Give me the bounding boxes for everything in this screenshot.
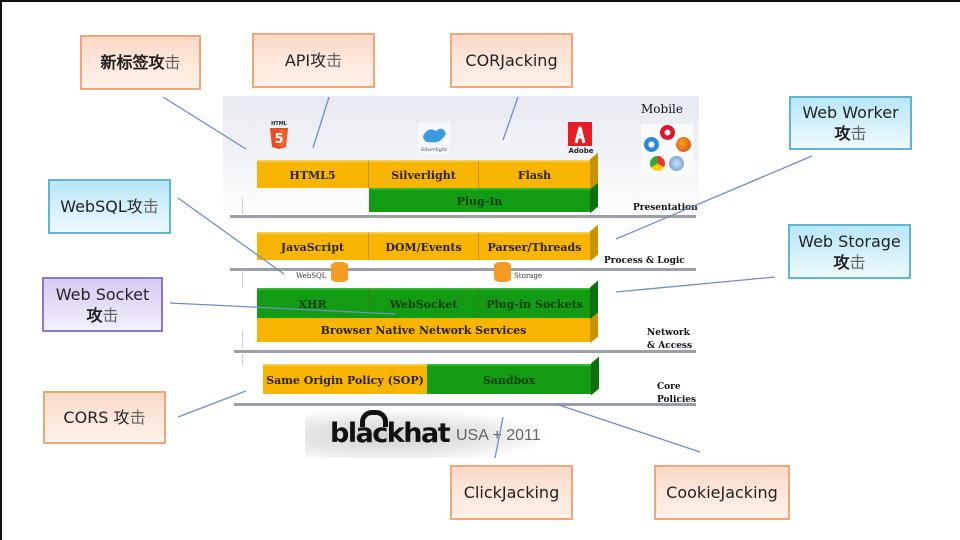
layer-item-silverlight: Silverlight — [369, 160, 479, 188]
blackhat-brand: blackhat — [330, 418, 451, 449]
attack-label-tail: 击 — [164, 53, 181, 72]
attack-box-new-tab: 新标签攻击 — [80, 35, 201, 90]
attack-label: 新标签攻 — [100, 53, 165, 72]
attack-label-tail: 击 — [326, 51, 343, 70]
layer-divider — [230, 268, 696, 271]
connector-corjacking — [502, 96, 519, 141]
connector-web-socket — [169, 302, 396, 315]
svg-text:5: 5 — [274, 132, 283, 147]
svg-text:HTML: HTML — [271, 121, 288, 127]
chrome-icon — [650, 156, 665, 171]
flow-arrow — [242, 198, 243, 216]
attack-label-tail: 击 — [129, 408, 146, 427]
layer-item-sop: Same Origin Policy (SOP) — [263, 364, 427, 394]
safari-icon — [669, 156, 684, 171]
attack-box-cookiejacking: CookieJacking — [654, 465, 790, 520]
layer-item-plugin-sockets: Plug-in Sockets — [479, 288, 590, 318]
flow-arrow — [242, 352, 243, 366]
blackhat-hat-icon — [360, 410, 388, 427]
layer-item-flash: Flash — [479, 160, 590, 188]
attack-label: Web Worker — [802, 103, 899, 122]
layer-label-policies: Policies — [657, 395, 697, 405]
svg-text:Silverlight: Silverlight — [421, 147, 448, 153]
layer-divider — [230, 215, 696, 218]
layer-item-xhr: XHR — [257, 288, 369, 318]
attack-box-corjacking: CORJacking — [450, 33, 573, 88]
silverlight-logo-icon: Silverlight — [418, 122, 450, 154]
connector-cors — [177, 390, 247, 418]
layer-divider — [234, 403, 696, 406]
attack-label-tail: 击 — [850, 124, 867, 143]
adobe-logo-icon: Adobe — [568, 122, 594, 155]
layer-label-presentation: Presentation — [633, 203, 698, 213]
layer-divider — [234, 350, 696, 353]
connector-web-storage — [615, 276, 776, 293]
connector-api — [312, 96, 330, 149]
layer-label-network: Network — [647, 328, 690, 338]
blackhat-event: USA + 2011 — [456, 427, 541, 444]
connector-web-worker — [615, 155, 813, 240]
opera-icon — [660, 125, 675, 140]
layer-item-plugin: Plug-In — [369, 188, 590, 212]
layer-item-javascript: JavaScript — [257, 232, 369, 260]
attack-label-main: 攻 — [833, 252, 850, 272]
layer-label-process-logic: Process & Logic — [604, 256, 685, 266]
flow-arrow — [242, 270, 243, 288]
flow-arrow — [242, 330, 243, 348]
html5-logo-icon: HTML 5 — [270, 121, 288, 149]
websql-label: WebSQL — [296, 272, 327, 280]
websql-database-icon — [331, 262, 348, 282]
connector-new-tab — [162, 96, 247, 150]
layer-item-dom-events: DOM/Events — [369, 232, 479, 260]
layer-item-native-network-services: Browser Native Network Services — [257, 318, 590, 342]
storage-label: Storage — [514, 272, 542, 280]
attack-label-main: 攻 — [834, 124, 851, 143]
attack-box-websql: WebSQL攻击 — [48, 179, 171, 234]
ie-icon — [644, 137, 659, 152]
attack-label: WebSQL攻 — [60, 197, 143, 216]
connector-cookiejacking — [555, 403, 701, 453]
attack-box-clickjacking: ClickJacking — [450, 465, 573, 520]
attack-box-cors: CORS 攻击 — [43, 391, 166, 444]
storage-database-icon — [494, 262, 511, 282]
mobile-browsers-logos — [641, 124, 693, 176]
blackhat-logo-bg — [305, 410, 545, 458]
attack-label-tail: 击 — [102, 305, 119, 325]
attack-label: CORJacking — [465, 51, 558, 70]
attack-box-web-worker: Web Worker 攻击 — [789, 96, 912, 150]
layer-label-access: & Access — [647, 341, 693, 351]
attack-label: Web Storage — [798, 231, 901, 251]
connector-clickjacking — [494, 416, 504, 459]
attack-label: CookieJacking — [666, 483, 778, 502]
firefox-icon — [676, 137, 691, 152]
attack-label: ClickJacking — [463, 483, 560, 502]
layer-item-websocket: WebSocket — [369, 288, 479, 318]
attack-label: Web Socket — [55, 284, 150, 304]
attack-label-tail: 击 — [849, 252, 866, 272]
layer-item-sandbox: Sandbox — [427, 364, 591, 394]
attack-label-tail: 击 — [142, 197, 159, 216]
attack-label-main: 攻 — [86, 305, 103, 325]
connector-websql — [177, 197, 285, 275]
svg-text:Adobe: Adobe — [569, 147, 594, 155]
layer-label-core: Core — [657, 382, 681, 392]
attack-box-api: API攻击 — [252, 33, 375, 88]
layer-item-parser-threads: Parser/Threads — [479, 232, 590, 260]
attack-label: API攻 — [284, 51, 327, 70]
mobile-label: Mobile — [641, 102, 683, 116]
layer-item-html5: HTML5 — [257, 160, 369, 188]
attack-label: CORS 攻 — [63, 408, 130, 427]
